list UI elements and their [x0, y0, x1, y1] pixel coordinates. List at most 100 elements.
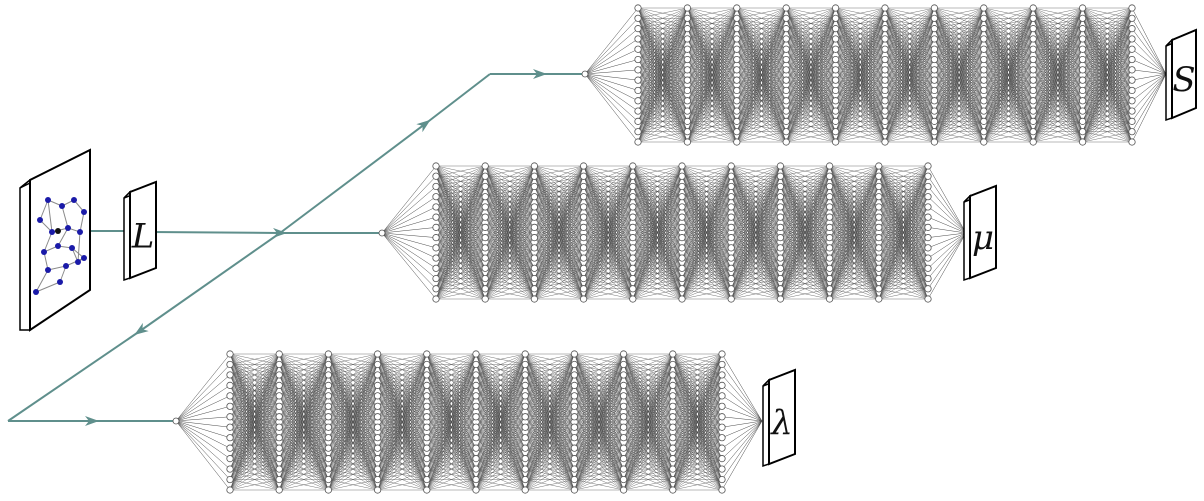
neuron	[831, 138, 840, 146]
neuron	[1029, 97, 1037, 105]
neuron	[831, 35, 840, 43]
neuron	[570, 371, 579, 379]
neuron	[619, 486, 628, 494]
neuron	[930, 97, 939, 105]
layer-connections	[730, 165, 781, 300]
layer-connections	[637, 7, 688, 143]
graph-node	[65, 225, 71, 231]
neuron	[472, 350, 480, 358]
neuron	[324, 444, 332, 452]
neuron	[629, 213, 637, 221]
neuron	[683, 97, 692, 105]
neuron	[683, 4, 692, 12]
neuron	[521, 360, 529, 369]
neuron	[776, 213, 785, 221]
layer-connections	[983, 7, 1034, 143]
graph-node	[71, 197, 77, 203]
layer-connections	[785, 7, 836, 143]
layer-connections	[524, 353, 575, 491]
neuron	[980, 117, 988, 125]
neuron	[629, 172, 637, 180]
neuron	[634, 45, 642, 53]
neuron	[481, 295, 489, 303]
neuron	[423, 486, 431, 494]
neuron	[275, 402, 283, 410]
neuron	[669, 360, 677, 369]
layer-connections	[687, 7, 738, 143]
network-mu-output-label: μ	[972, 218, 994, 258]
neuron	[727, 244, 735, 252]
neuron	[980, 138, 988, 146]
neuron	[831, 107, 840, 115]
neuron	[782, 117, 790, 125]
output-fan	[721, 353, 763, 491]
neuron	[629, 244, 637, 252]
neuron	[373, 465, 382, 473]
neuron	[733, 25, 741, 33]
neuron	[472, 402, 480, 410]
neuron	[521, 371, 529, 379]
neuron	[678, 203, 686, 211]
layer-connections	[475, 353, 526, 491]
neuron	[881, 35, 889, 43]
neuron	[275, 455, 283, 463]
neuron	[521, 475, 529, 484]
neuron	[669, 434, 677, 442]
neuron	[669, 465, 677, 473]
neuron	[619, 444, 628, 452]
neuron	[727, 223, 735, 231]
neuron	[733, 66, 741, 74]
neuron	[776, 295, 785, 303]
neuron	[472, 360, 480, 369]
neuron	[1029, 66, 1037, 74]
neuron	[423, 371, 431, 379]
graph-center-node	[55, 228, 61, 234]
layer-connections	[426, 353, 477, 491]
neuron	[678, 244, 686, 252]
graph-edge	[39, 199, 49, 221]
graph-edge	[47, 199, 53, 233]
neuron	[1079, 66, 1087, 74]
graph-edge	[61, 205, 69, 229]
neuron	[683, 14, 692, 22]
neuron	[629, 285, 637, 293]
neuron	[481, 254, 489, 262]
neuron	[678, 234, 686, 242]
graph-node	[77, 229, 83, 235]
network-s-connections	[584, 7, 1167, 143]
neuron	[881, 107, 889, 115]
neuron	[678, 285, 686, 293]
neuron	[718, 392, 726, 400]
neuron	[1128, 45, 1136, 53]
graph-edge	[35, 281, 61, 293]
neuron	[530, 295, 539, 303]
neuron	[980, 107, 988, 115]
neuron	[570, 455, 579, 463]
neuron	[1079, 107, 1087, 115]
neuron	[226, 371, 234, 379]
neuron	[875, 244, 883, 252]
neuron	[924, 213, 932, 221]
neuron	[875, 295, 883, 303]
neuron	[881, 14, 889, 22]
neuron	[579, 213, 588, 221]
neuron	[481, 223, 489, 231]
neuron	[226, 486, 234, 494]
neuron	[1128, 117, 1136, 125]
neuron	[930, 45, 939, 53]
neuron	[875, 223, 883, 231]
neuron	[570, 423, 579, 431]
neuron	[226, 423, 234, 431]
neuron	[718, 350, 726, 358]
neuron	[472, 423, 480, 431]
neuron	[226, 381, 234, 389]
neuron	[423, 350, 431, 358]
neuron	[875, 264, 883, 272]
neuron	[669, 413, 677, 421]
neuron	[1029, 117, 1037, 125]
matrix-l-label: L	[131, 217, 155, 257]
neuron	[782, 128, 790, 136]
neuron	[226, 350, 234, 358]
layer-connections	[583, 165, 634, 300]
neuron	[275, 350, 283, 358]
